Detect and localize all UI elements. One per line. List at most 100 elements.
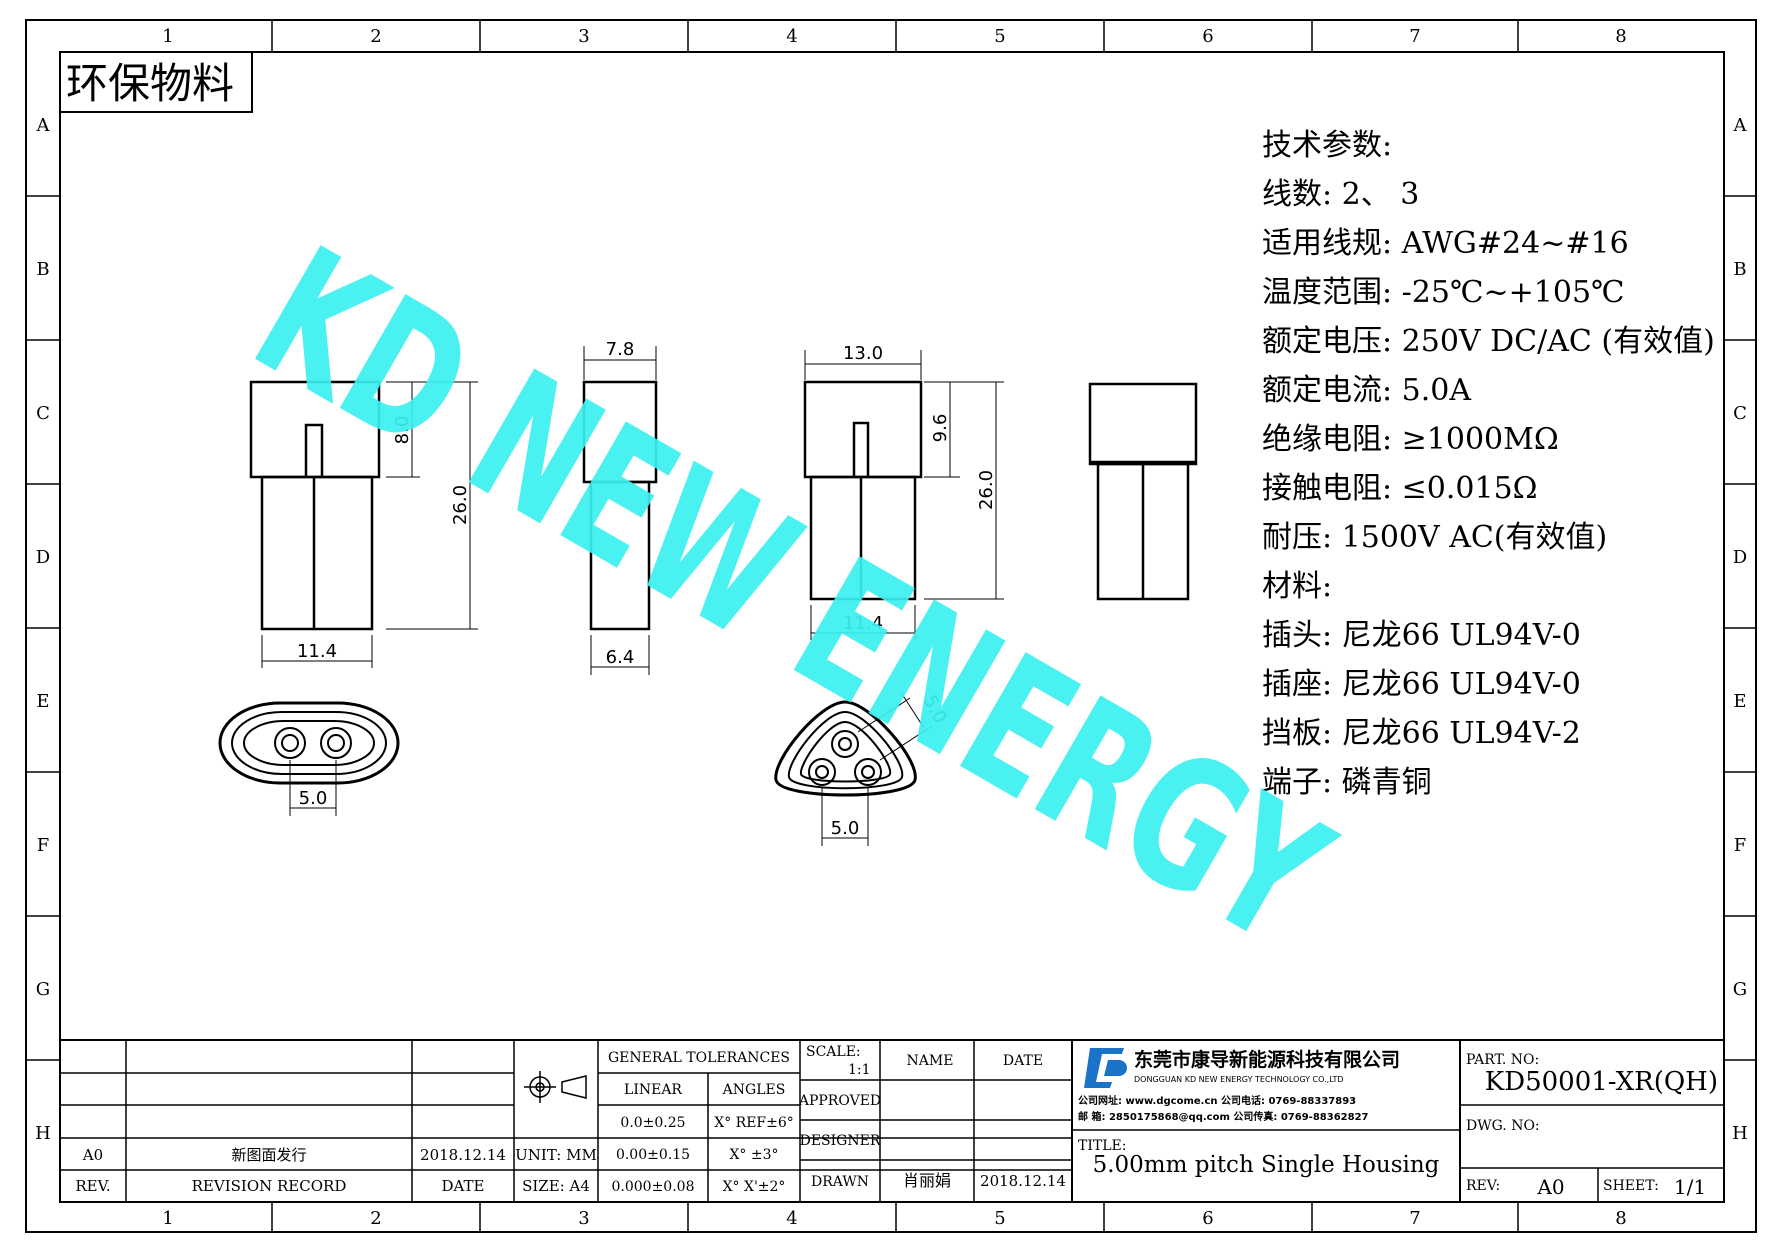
col-label-top: 4	[786, 26, 797, 47]
revision-record-header: REVISION RECORD	[192, 1177, 347, 1195]
dim-view1-height: 26.0	[450, 485, 471, 525]
name-header: NAME	[907, 1053, 954, 1069]
dim-view2-bottom: 6.4	[606, 647, 635, 668]
view-front-3pin	[803, 380, 923, 601]
general-tolerances: GENERAL TOLERANCES	[608, 1050, 790, 1066]
spec-line: 绝缘电阻: ≥1000MΩ	[1262, 422, 1559, 457]
angle-value: X° X'±2°	[723, 1179, 786, 1195]
row-label-right: D	[1733, 547, 1747, 568]
col-label-bottom: 4	[786, 1208, 797, 1229]
rev-header: REV.	[75, 1177, 110, 1195]
col-label-bottom: 8	[1615, 1208, 1626, 1229]
drawn-label: DRAWN	[811, 1174, 869, 1190]
drawn-name: 肖丽娟	[903, 1171, 951, 1190]
spec-line: 线数: 2、 3	[1262, 177, 1419, 212]
company-logo-icon	[1084, 1048, 1134, 1088]
row-label-right: C	[1733, 403, 1747, 424]
view-side-3pin	[1088, 382, 1198, 601]
row-label-left: H	[35, 1123, 51, 1144]
angle-value: X° REF±6°	[714, 1115, 794, 1131]
col-label-top: 3	[578, 26, 589, 47]
approved-label: APPROVED	[798, 1093, 881, 1109]
watermark: KD NEW ENERGY	[224, 209, 1361, 986]
col-label-top: 6	[1202, 26, 1213, 47]
row-label-right: G	[1733, 979, 1747, 1000]
col-label-bottom: 6	[1202, 1208, 1213, 1229]
scale-value: 1:1	[848, 1062, 871, 1078]
row-label-left: B	[36, 259, 49, 280]
spec-line: 适用线规: AWG#24~#16	[1262, 226, 1629, 261]
drawn-date: 2018.12.14	[980, 1172, 1066, 1190]
dim-tri-pitch-bottom: 5.0	[831, 818, 860, 839]
date-header: DATE	[442, 1177, 485, 1195]
linear-value: 0.000±0.08	[612, 1179, 695, 1195]
outer-border	[25, 19, 1757, 1233]
row-label-right: F	[1734, 835, 1747, 856]
row-label-right: E	[1733, 691, 1746, 712]
spec-line: 挡板: 尼龙66 UL94V-2	[1262, 716, 1581, 751]
col-label-bottom: 7	[1409, 1208, 1420, 1229]
dim-view3-bottom: 11.4	[843, 613, 883, 634]
spec-title: 技术参数:	[1262, 128, 1392, 163]
zone-dividers	[26, 20, 1756, 1232]
view2-dims	[583, 346, 657, 675]
unit-label: UNIT: MM	[515, 1146, 597, 1164]
dim-view1-top: 8.0	[392, 416, 413, 445]
row-label-right: H	[1732, 1123, 1748, 1144]
end-view-2pin	[218, 701, 400, 816]
scale-label: SCALE:	[806, 1044, 861, 1060]
spec-line: 材料:	[1262, 569, 1332, 604]
view-side-2pin	[582, 380, 658, 631]
company-name-en: DONGGUAN KD NEW ENERGY TECHNOLOGY CO.,LT…	[1134, 1075, 1344, 1084]
date-header-approval: DATE	[1003, 1053, 1043, 1069]
view3-dims	[804, 350, 1004, 640]
rev-label: REV:	[1466, 1178, 1500, 1194]
title-block-grid	[60, 1039, 1724, 1202]
tech-specs: 技术参数: 线数: 2、 3 适用线规: AWG#24~#16 温度范围: -2…	[1262, 128, 1715, 800]
dim-view3-upper: 9.6	[930, 414, 951, 443]
rev-date: 2018.12.14	[420, 1146, 506, 1164]
company-name-cn: 东莞市康导新能源科技有限公司	[1134, 1048, 1400, 1071]
row-label-left: F	[37, 835, 50, 856]
rev-record: 新图面发行	[231, 1146, 306, 1164]
col-label-top: 1	[162, 26, 173, 47]
dim-view1-width: 11.4	[297, 641, 337, 662]
row-label-left: G	[36, 979, 50, 1000]
row-label-left: A	[36, 115, 51, 136]
spec-line: 接触电阻: ≤0.015Ω	[1262, 471, 1538, 506]
rev-value: A0	[82, 1146, 103, 1164]
linear-value: 0.00±0.15	[616, 1147, 690, 1163]
projection-symbol-icon	[524, 1071, 587, 1103]
eco-label: 环保物料	[66, 59, 234, 108]
row-label-right: A	[1733, 115, 1748, 136]
spec-line: 插头: 尼龙66 UL94V-0	[1262, 618, 1581, 653]
title-label: TITLE:	[1078, 1138, 1126, 1154]
view1-dims	[261, 381, 478, 668]
col-label-bottom: 5	[994, 1208, 1005, 1229]
linear-value: 0.0±0.25	[620, 1115, 685, 1131]
col-label-bottom: 3	[578, 1208, 589, 1229]
part-no-value: KD50001-XR(QH)	[1485, 1067, 1718, 1097]
rev-value-block: A0	[1536, 1175, 1564, 1199]
spec-line: 端子: 磷青铜	[1262, 765, 1432, 800]
col-label-bottom: 1	[162, 1208, 173, 1229]
dwg-no-label: DWG. NO:	[1466, 1118, 1540, 1134]
col-label-bottom: 2	[370, 1208, 381, 1229]
inner-frame	[59, 51, 1725, 1203]
dim-view3-top: 13.0	[843, 343, 883, 364]
spec-line: 额定电压: 250V DC/AC (有效值)	[1262, 324, 1715, 359]
col-label-top: 8	[1615, 26, 1626, 47]
end-view-3pin	[774, 693, 933, 846]
sheet-value: 1/1	[1674, 1175, 1706, 1199]
size-label: SIZE: A4	[522, 1177, 590, 1195]
angle-value: X° ±3°	[729, 1147, 778, 1163]
col-label-top: 5	[994, 26, 1005, 47]
row-label-left: C	[36, 403, 50, 424]
designer-label: DESIGNER	[800, 1133, 881, 1149]
drawing-title: 5.00mm pitch Single Housing	[1093, 1152, 1440, 1178]
eco-label-box	[59, 51, 253, 113]
part-no-label: PART. NO:	[1466, 1052, 1539, 1068]
company-contact: 邮 箱: 2850175868@qq.com 公司传真: 0769-883628…	[1078, 1110, 1369, 1123]
spec-line: 耐压: 1500V AC(有效值)	[1262, 520, 1607, 555]
